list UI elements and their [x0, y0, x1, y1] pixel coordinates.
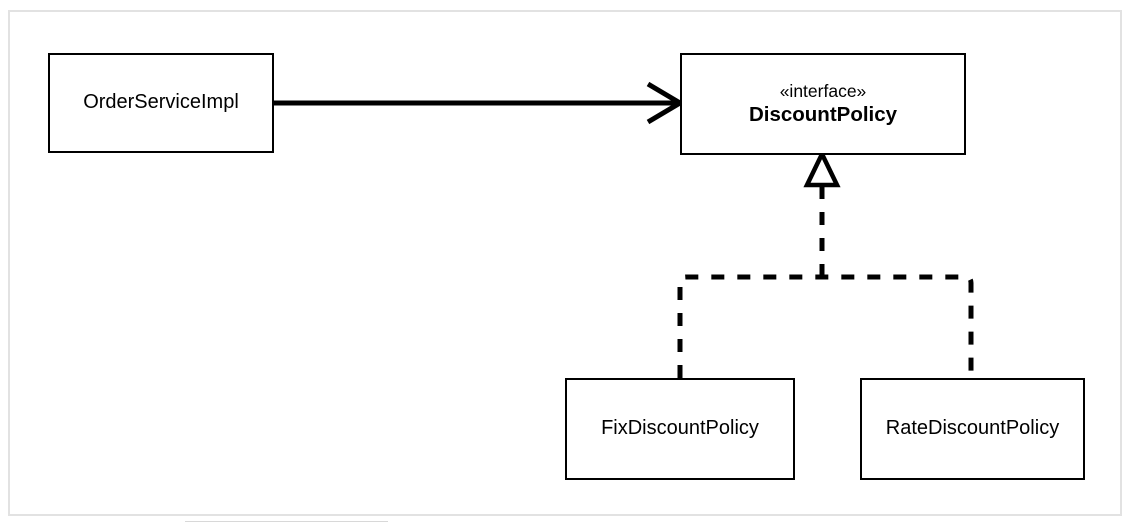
class-box-ratediscountpolicy[interactable]: RateDiscountPolicy: [860, 378, 1085, 480]
class-name-orderserviceimpl: OrderServiceImpl: [83, 91, 239, 114]
interface-name-discountpolicy: DiscountPolicy: [748, 102, 898, 126]
class-name-fixdiscountpolicy: FixDiscountPolicy: [601, 417, 759, 440]
interface-box-discountpolicy[interactable]: «interface» DiscountPolicy: [680, 53, 966, 155]
class-box-fixdiscountpolicy[interactable]: FixDiscountPolicy: [565, 378, 795, 480]
class-box-orderserviceimpl[interactable]: OrderServiceImpl: [48, 53, 274, 153]
stereotype-label-interface: «interface»: [779, 81, 867, 102]
class-name-ratediscountpolicy: RateDiscountPolicy: [885, 417, 1060, 440]
bottom-divider: [185, 521, 388, 522]
